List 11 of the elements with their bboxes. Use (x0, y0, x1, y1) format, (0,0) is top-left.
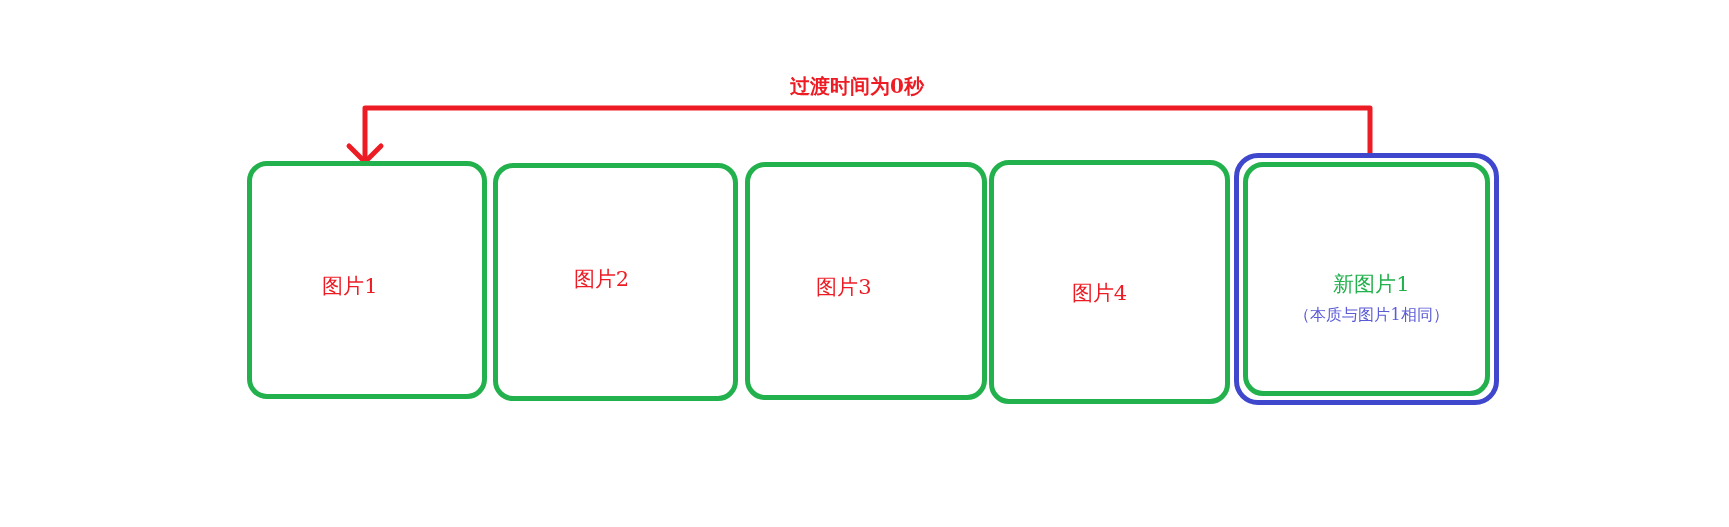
node-label: 图片3 (816, 275, 872, 301)
rounded-box (745, 162, 987, 400)
node-label: 图片1 (322, 274, 378, 300)
node-label: 图片4 (1071, 281, 1128, 307)
node-label: 新图片1 (1333, 272, 1410, 298)
node-label: 图片2 (573, 267, 630, 293)
edge-label: 过渡时间为0秒 (787, 74, 927, 98)
node-note: （本质与图片1相同） (1294, 305, 1449, 325)
rounded-box (989, 160, 1230, 404)
rounded-box (247, 161, 487, 399)
rounded-box (493, 163, 738, 401)
